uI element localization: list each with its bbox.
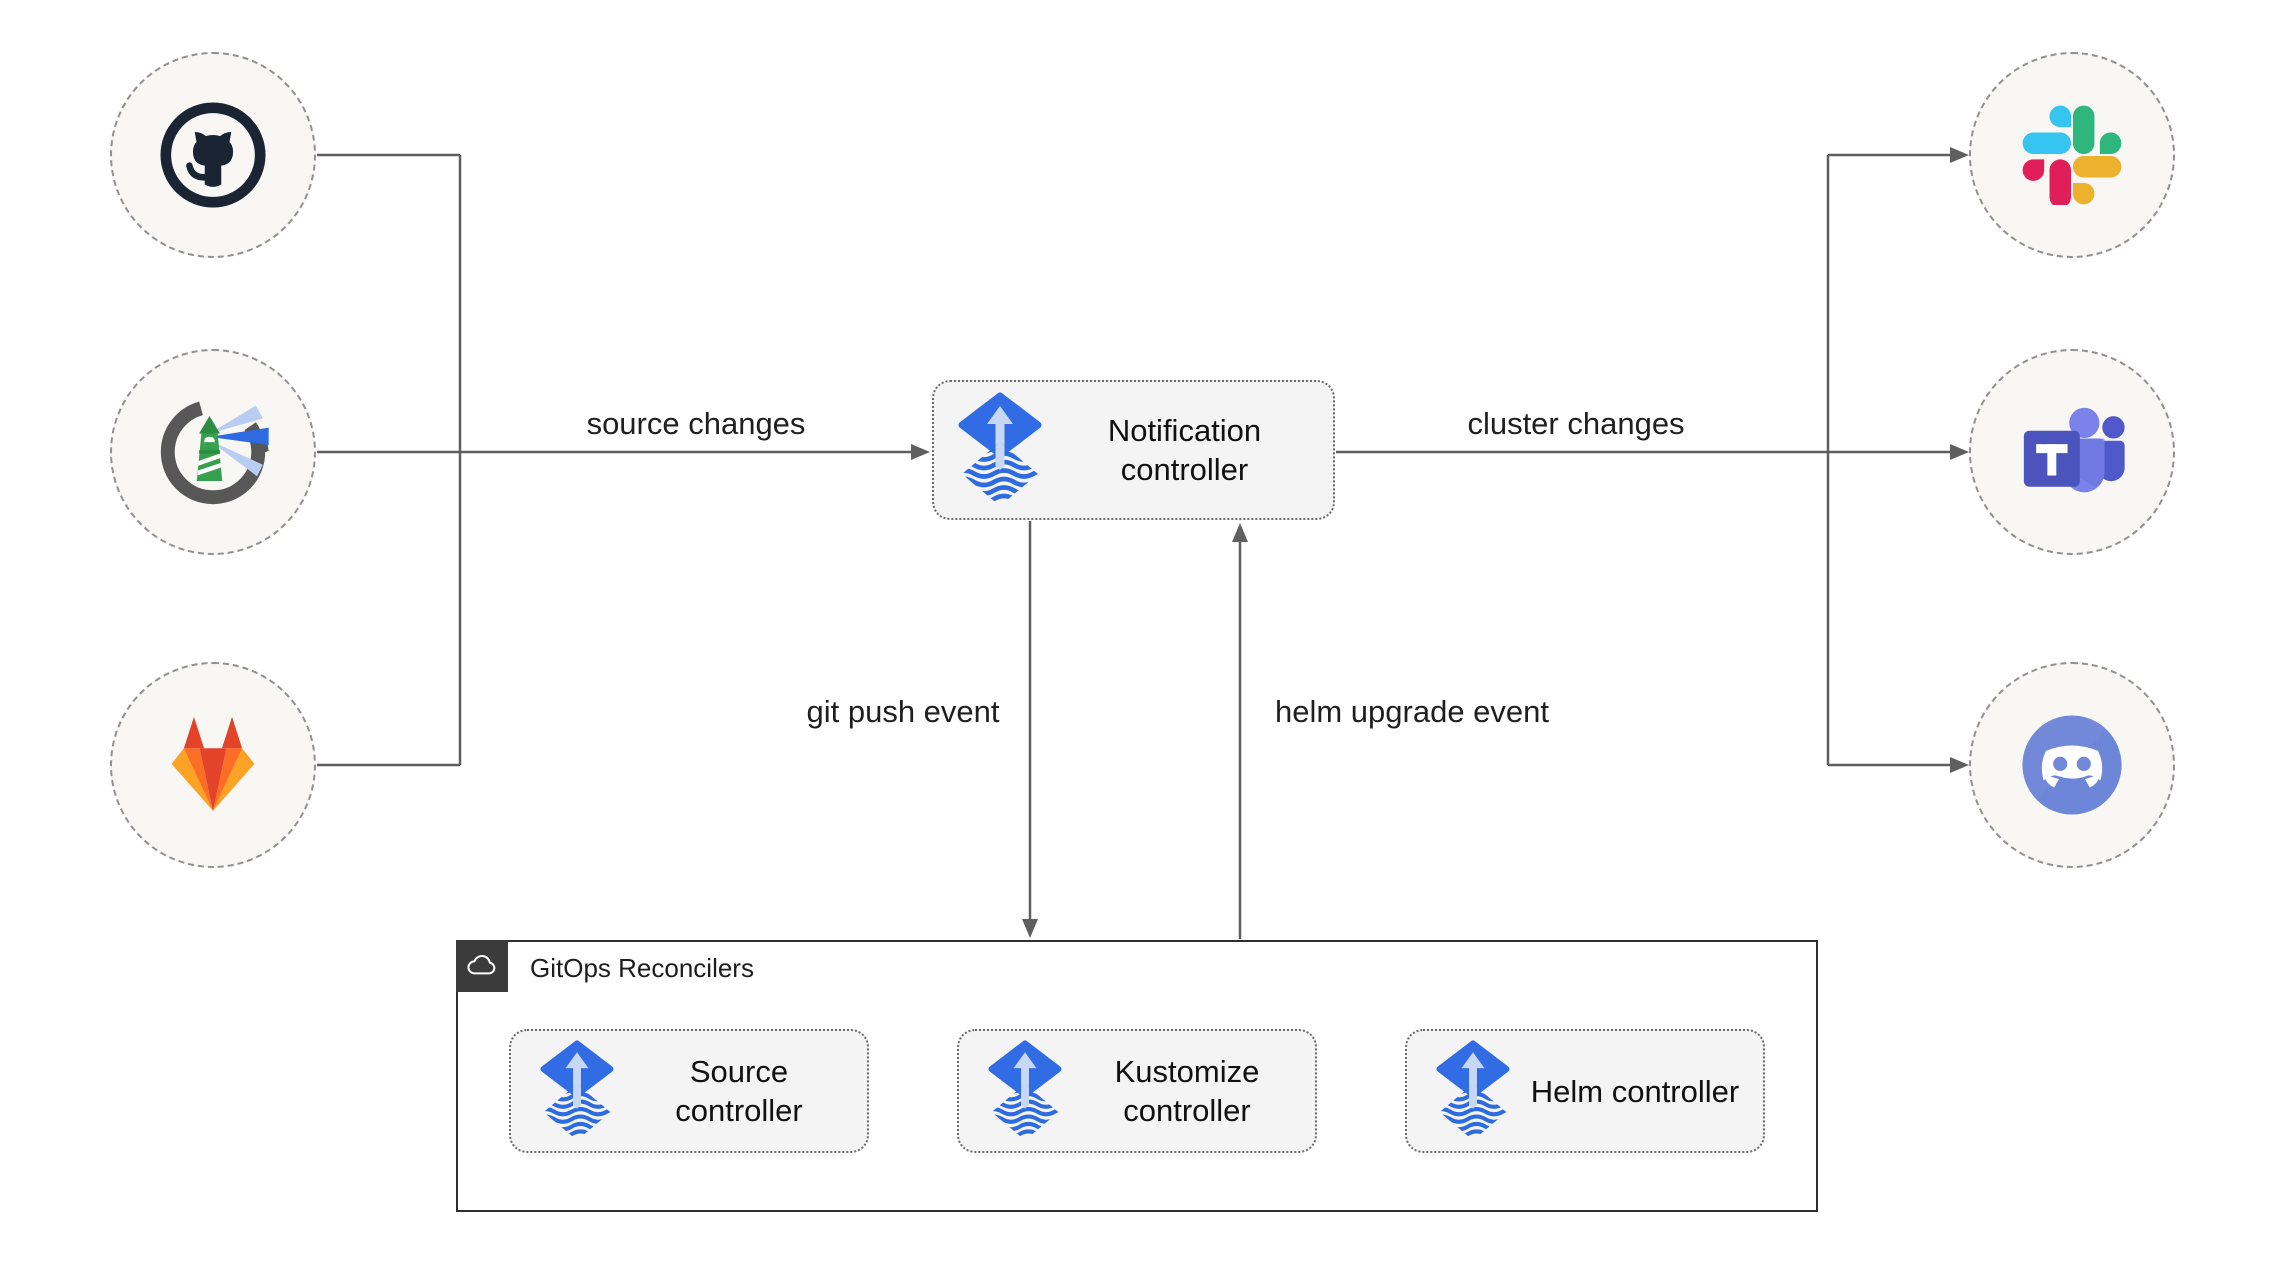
flux-icon [1429, 1040, 1517, 1142]
edge-label-git-push-event: git push event [806, 694, 1000, 729]
node-label: Helm controller [1530, 1073, 1740, 1109]
edge-label-source-changes: source changes [586, 406, 806, 441]
endpoint-github [110, 52, 316, 258]
node-label: Kustomize controller [1114, 1054, 1260, 1128]
endpoint-slack [1969, 52, 2175, 258]
group-gitops-reconcilers: GitOps Reconcilers Source controller Kus… [456, 940, 1818, 1212]
node-label: Notification controller [1107, 413, 1262, 487]
flux-icon [950, 392, 1050, 508]
flux-icon [981, 1040, 1069, 1142]
node-helm-controller: Helm controller [1405, 1029, 1765, 1153]
endpoint-discord [1969, 662, 2175, 868]
group-chip [456, 940, 508, 992]
endpoint-harbor [110, 349, 316, 555]
edge-label-cluster-changes: cluster changes [1467, 406, 1685, 441]
group-label: GitOps Reconcilers [530, 952, 754, 983]
node-source-controller: Source controller [509, 1029, 869, 1153]
flux-icon [533, 1040, 621, 1142]
node-notification-controller: Notification controller [932, 380, 1335, 520]
node-label: Source controller [675, 1054, 803, 1128]
edge-label-helm-upgrade-event: helm upgrade event [1274, 694, 1550, 729]
github-icon [160, 102, 266, 208]
cloud-icon [467, 955, 496, 975]
harbor-icon [160, 399, 269, 505]
slack-icon [2022, 105, 2122, 205]
gitlab-icon [171, 716, 255, 811]
endpoint-gitlab [110, 662, 316, 868]
endpoint-teams [1969, 349, 2175, 555]
discord-icon [2022, 715, 2122, 815]
node-kustomize-controller: Kustomize controller [957, 1029, 1317, 1153]
teams-icon [2023, 407, 2125, 493]
